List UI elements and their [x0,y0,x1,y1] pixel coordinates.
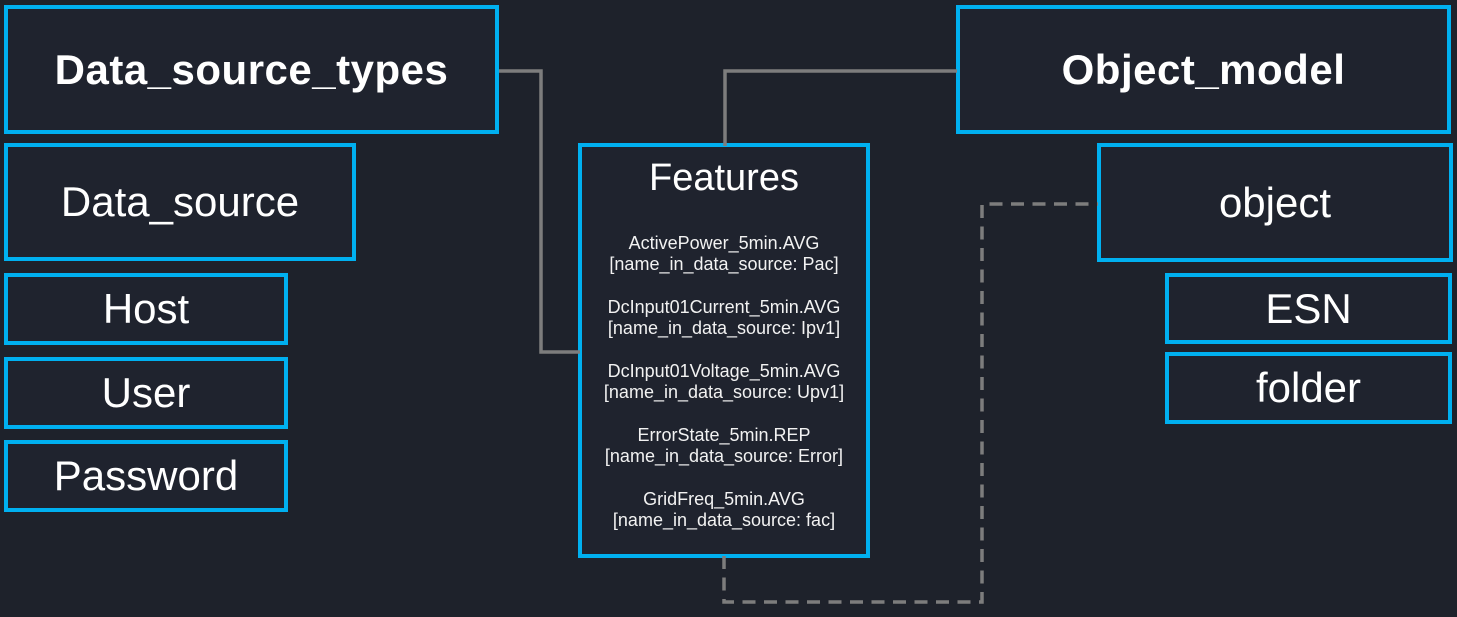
connector-features-to-object-model [723,69,957,146]
features-title: Features [649,157,799,199]
data-source-box: Data_source [4,143,356,261]
password-box: Password [4,440,288,512]
features-list: ActivePower_5min.AVG [name_in_data_sourc… [604,233,844,532]
feature-mapping: [name_in_data_source: Upv1] [603,382,845,402]
feature-item: ActivePower_5min.AVG [name_in_data_sourc… [604,233,844,276]
object-label: object [1218,178,1332,226]
feature-mapping: [name_in_data_source: Pac] [609,254,839,274]
feature-mapping: [name_in_data_source: Error] [604,446,844,466]
folder-label: folder [1255,364,1362,411]
esn-box: ESN [1165,273,1452,344]
features-box: Features ActivePower_5min.AVG [name_in_d… [578,143,870,558]
host-label: Host [102,285,190,332]
object-model-box: Object_model [956,5,1451,134]
data-source-types-label: Data_source_types [54,45,449,93]
connector-data-source-types-to-features [499,69,580,354]
esn-label: ESN [1265,284,1352,332]
feature-name: ActivePower_5min.AVG [628,232,820,253]
feature-mapping: [name_in_data_source: Ipv1] [607,318,841,338]
feature-item: GridFreq_5min.AVG [name_in_data_source: … [604,489,844,532]
object-model-label: Object_model [1061,45,1346,93]
feature-item: DcInput01Current_5min.AVG [name_in_data_… [604,297,844,340]
data-source-label: Data_source [60,178,300,225]
host-box: Host [4,273,288,345]
feature-name: GridFreq_5min.AVG [643,488,805,509]
folder-box: folder [1165,352,1452,424]
user-box: User [4,357,288,429]
feature-mapping: [name_in_data_source: fac] [612,510,836,530]
feature-name: ErrorState_5min.REP [637,424,811,445]
feature-name: DcInput01Voltage_5min.AVG [607,360,841,381]
data-source-types-box: Data_source_types [4,5,499,134]
feature-item: ErrorState_5min.REP [name_in_data_source… [604,425,844,468]
feature-item: DcInput01Voltage_5min.AVG [name_in_data_… [604,361,844,404]
object-box: object [1097,143,1453,262]
password-label: Password [53,452,239,499]
feature-name: DcInput01Current_5min.AVG [607,296,841,317]
user-label: User [101,369,191,416]
